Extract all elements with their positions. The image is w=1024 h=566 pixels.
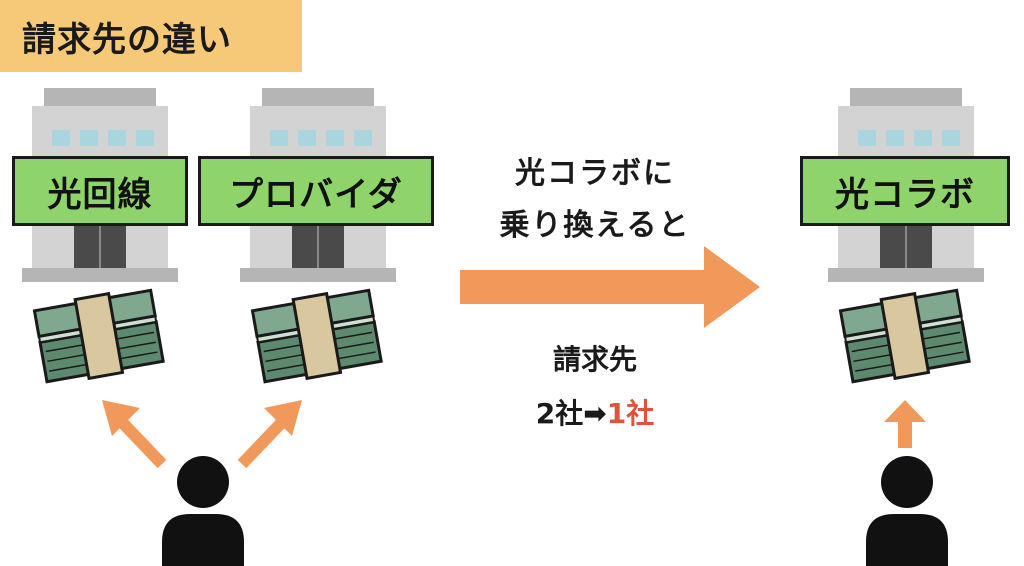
money-icon bbox=[250, 288, 383, 384]
title-banner: 請求先の違い bbox=[0, 0, 302, 72]
arrow-up-icon bbox=[884, 400, 926, 448]
billing-change: 2社➡1社 bbox=[470, 392, 720, 432]
arrow-up-left-icon bbox=[102, 400, 167, 469]
billing-label: 請求先 bbox=[552, 343, 637, 376]
money-icon bbox=[838, 288, 971, 384]
transition-arrow-icon bbox=[460, 246, 760, 328]
label-line-text: 光回線 bbox=[47, 174, 153, 215]
label-collab-text: 光コラボ bbox=[835, 174, 975, 215]
transition-line2: 乗り換えると bbox=[499, 208, 691, 243]
billing-after: 1社 bbox=[606, 397, 655, 430]
label-provider: プロバイダ bbox=[198, 156, 434, 226]
person-icon bbox=[162, 456, 244, 566]
label-line: 光回線 bbox=[12, 156, 188, 226]
right-arrow-icon: ➡ bbox=[583, 397, 607, 430]
billing-before: 2社 bbox=[535, 397, 584, 430]
label-collab: 光コラボ bbox=[800, 156, 1010, 226]
money-icon bbox=[32, 288, 165, 384]
arrow-up-right-icon bbox=[237, 400, 302, 469]
diagram-title: 請求先の違い bbox=[22, 19, 232, 60]
transition-line1: 光コラボに bbox=[515, 156, 675, 191]
person-icon bbox=[866, 456, 948, 566]
label-provider-text: プロバイダ bbox=[229, 174, 403, 215]
